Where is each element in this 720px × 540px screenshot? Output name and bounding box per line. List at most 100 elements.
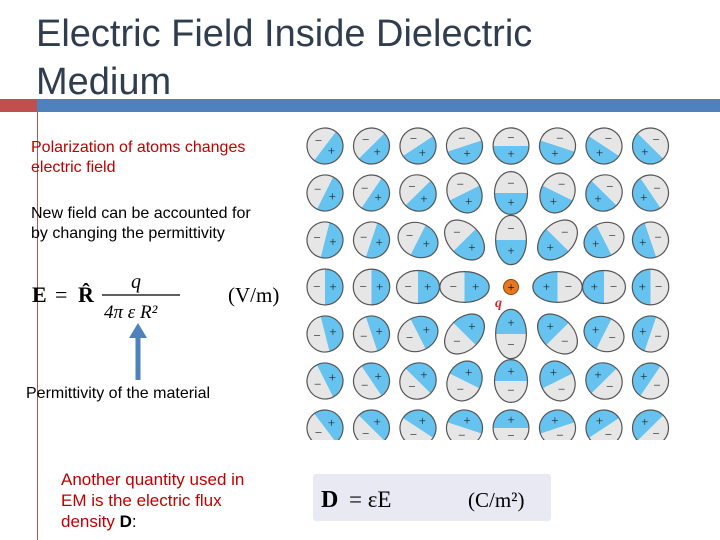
title-line-1: Electric Field Inside Dielectric bbox=[36, 13, 533, 55]
svg-text:+: + bbox=[419, 413, 426, 428]
svg-text:+: + bbox=[543, 279, 550, 294]
svg-text:−: − bbox=[457, 177, 464, 192]
polarized-atom: +− bbox=[534, 123, 581, 169]
svg-text:+: + bbox=[463, 146, 470, 161]
svg-text:+: + bbox=[329, 189, 336, 204]
polarized-atom: +− bbox=[352, 268, 391, 306]
svg-text:−: − bbox=[507, 221, 514, 236]
svg-text:+: + bbox=[463, 412, 470, 427]
polarized-atom: +− bbox=[533, 167, 582, 219]
svg-text:+: + bbox=[507, 146, 514, 161]
field-equation-numerator: q bbox=[131, 271, 141, 293]
title-line-2: Medium bbox=[36, 61, 172, 103]
flux-d-symbol: D bbox=[119, 512, 132, 531]
svg-text:−: − bbox=[360, 279, 367, 294]
polarized-atom: +− bbox=[625, 168, 675, 218]
svg-text:−: − bbox=[405, 279, 412, 294]
svg-text:+: + bbox=[507, 315, 514, 330]
svg-text:−: − bbox=[450, 279, 457, 294]
field-equation-equals: = bbox=[55, 282, 67, 307]
polarized-atom: +− bbox=[393, 121, 443, 171]
polarized-atom: +− bbox=[495, 214, 527, 266]
polarized-atom: +− bbox=[581, 269, 627, 305]
polarization-text: Polarization of atoms changes electric f… bbox=[31, 139, 246, 176]
svg-text:+: + bbox=[640, 190, 647, 205]
svg-text:+: + bbox=[507, 243, 514, 258]
polarized-atom: +− bbox=[346, 356, 397, 406]
svg-text:+: + bbox=[329, 279, 336, 294]
svg-text:+: + bbox=[376, 235, 383, 250]
polarized-atom: +− bbox=[439, 271, 490, 303]
svg-text:+: + bbox=[376, 323, 383, 338]
svg-text:+: + bbox=[374, 144, 381, 159]
polarized-atom: +− bbox=[440, 355, 489, 407]
svg-text:+: + bbox=[420, 191, 427, 206]
field-equation-denominator: 4π ε R² bbox=[104, 302, 158, 323]
polarized-atom: +− bbox=[627, 311, 674, 357]
svg-text:−: − bbox=[408, 179, 415, 194]
svg-text:+: + bbox=[328, 143, 335, 158]
polarized-atom: +− bbox=[346, 402, 397, 440]
title-accent-red bbox=[0, 99, 37, 112]
svg-text:−: − bbox=[410, 131, 417, 146]
svg-text:−: − bbox=[507, 130, 514, 145]
svg-text:+: + bbox=[641, 414, 648, 429]
sidebar-divider bbox=[37, 112, 38, 540]
svg-text:−: − bbox=[558, 177, 565, 192]
svg-text:+: + bbox=[465, 365, 472, 380]
svg-text:+: + bbox=[424, 279, 431, 294]
svg-text:−: − bbox=[654, 180, 661, 195]
polarized-atom: +− bbox=[577, 215, 631, 265]
svg-text:−: − bbox=[654, 378, 661, 393]
svg-text:+: + bbox=[468, 319, 475, 334]
svg-text:+: + bbox=[546, 239, 553, 254]
svg-text:−: − bbox=[507, 337, 514, 352]
polarized-atom: +− bbox=[391, 309, 445, 359]
flux-equation-rhs: = εE bbox=[349, 487, 391, 512]
page-title: Electric Field Inside Dielectric Medium bbox=[36, 10, 636, 106]
polarized-atom: +− bbox=[441, 123, 488, 169]
svg-text:−: − bbox=[507, 383, 514, 398]
polarized-atom: +− bbox=[625, 402, 675, 440]
polarized-atom: +− bbox=[529, 212, 586, 268]
field-equation-unit: (V/m) bbox=[228, 283, 279, 307]
polarized-atom: +− bbox=[305, 312, 347, 356]
polarized-atom: +− bbox=[534, 405, 581, 440]
svg-text:+: + bbox=[507, 280, 514, 295]
flux-equation-unit: (C/m²) bbox=[468, 488, 524, 512]
svg-text:+: + bbox=[550, 193, 557, 208]
svg-text:+: + bbox=[596, 413, 603, 428]
svg-text:−: − bbox=[315, 425, 322, 440]
svg-text:+: + bbox=[375, 190, 382, 205]
svg-text:+: + bbox=[639, 279, 646, 294]
polarized-atom: +− bbox=[578, 167, 630, 219]
dielectric-polarization-diagram: +−+−+−+−+−+−+−+−+−+−+−+−+−+−+−+−+−+−+−+−… bbox=[305, 120, 675, 440]
svg-text:−: − bbox=[458, 130, 465, 145]
svg-text:−: − bbox=[565, 279, 572, 294]
polarized-atom: +− bbox=[305, 356, 350, 406]
field-equation-unit-vector: R̂ bbox=[78, 282, 95, 307]
svg-text:−: − bbox=[655, 279, 662, 294]
svg-text:−: − bbox=[314, 377, 321, 392]
svg-text:−: − bbox=[315, 133, 322, 148]
field-equation: E = R̂ q 4π ε R² (V/m) bbox=[32, 271, 279, 323]
svg-text:+: + bbox=[329, 369, 336, 384]
svg-text:+: + bbox=[420, 367, 427, 382]
polarized-atom: +− bbox=[305, 120, 351, 172]
svg-text:−: − bbox=[313, 328, 320, 343]
svg-text:+: + bbox=[329, 234, 336, 249]
svg-text:+: + bbox=[465, 193, 472, 208]
permittivity-label: Permittivity of the material bbox=[26, 385, 211, 402]
flux-equation-lhs: D bbox=[321, 487, 338, 513]
svg-text:−: − bbox=[605, 427, 612, 440]
svg-text:+: + bbox=[596, 145, 603, 160]
svg-text:−: − bbox=[457, 381, 464, 396]
svg-text:+: + bbox=[328, 415, 335, 430]
svg-text:−: − bbox=[362, 132, 369, 147]
polarized-atom: +− bbox=[493, 359, 529, 403]
svg-text:−: − bbox=[360, 229, 367, 244]
polarized-atom: +− bbox=[625, 120, 675, 172]
svg-text:+: + bbox=[591, 279, 598, 294]
permittivity-text: New field can be accounted for by changi… bbox=[31, 205, 251, 242]
point-charge-q: +q bbox=[495, 279, 519, 311]
